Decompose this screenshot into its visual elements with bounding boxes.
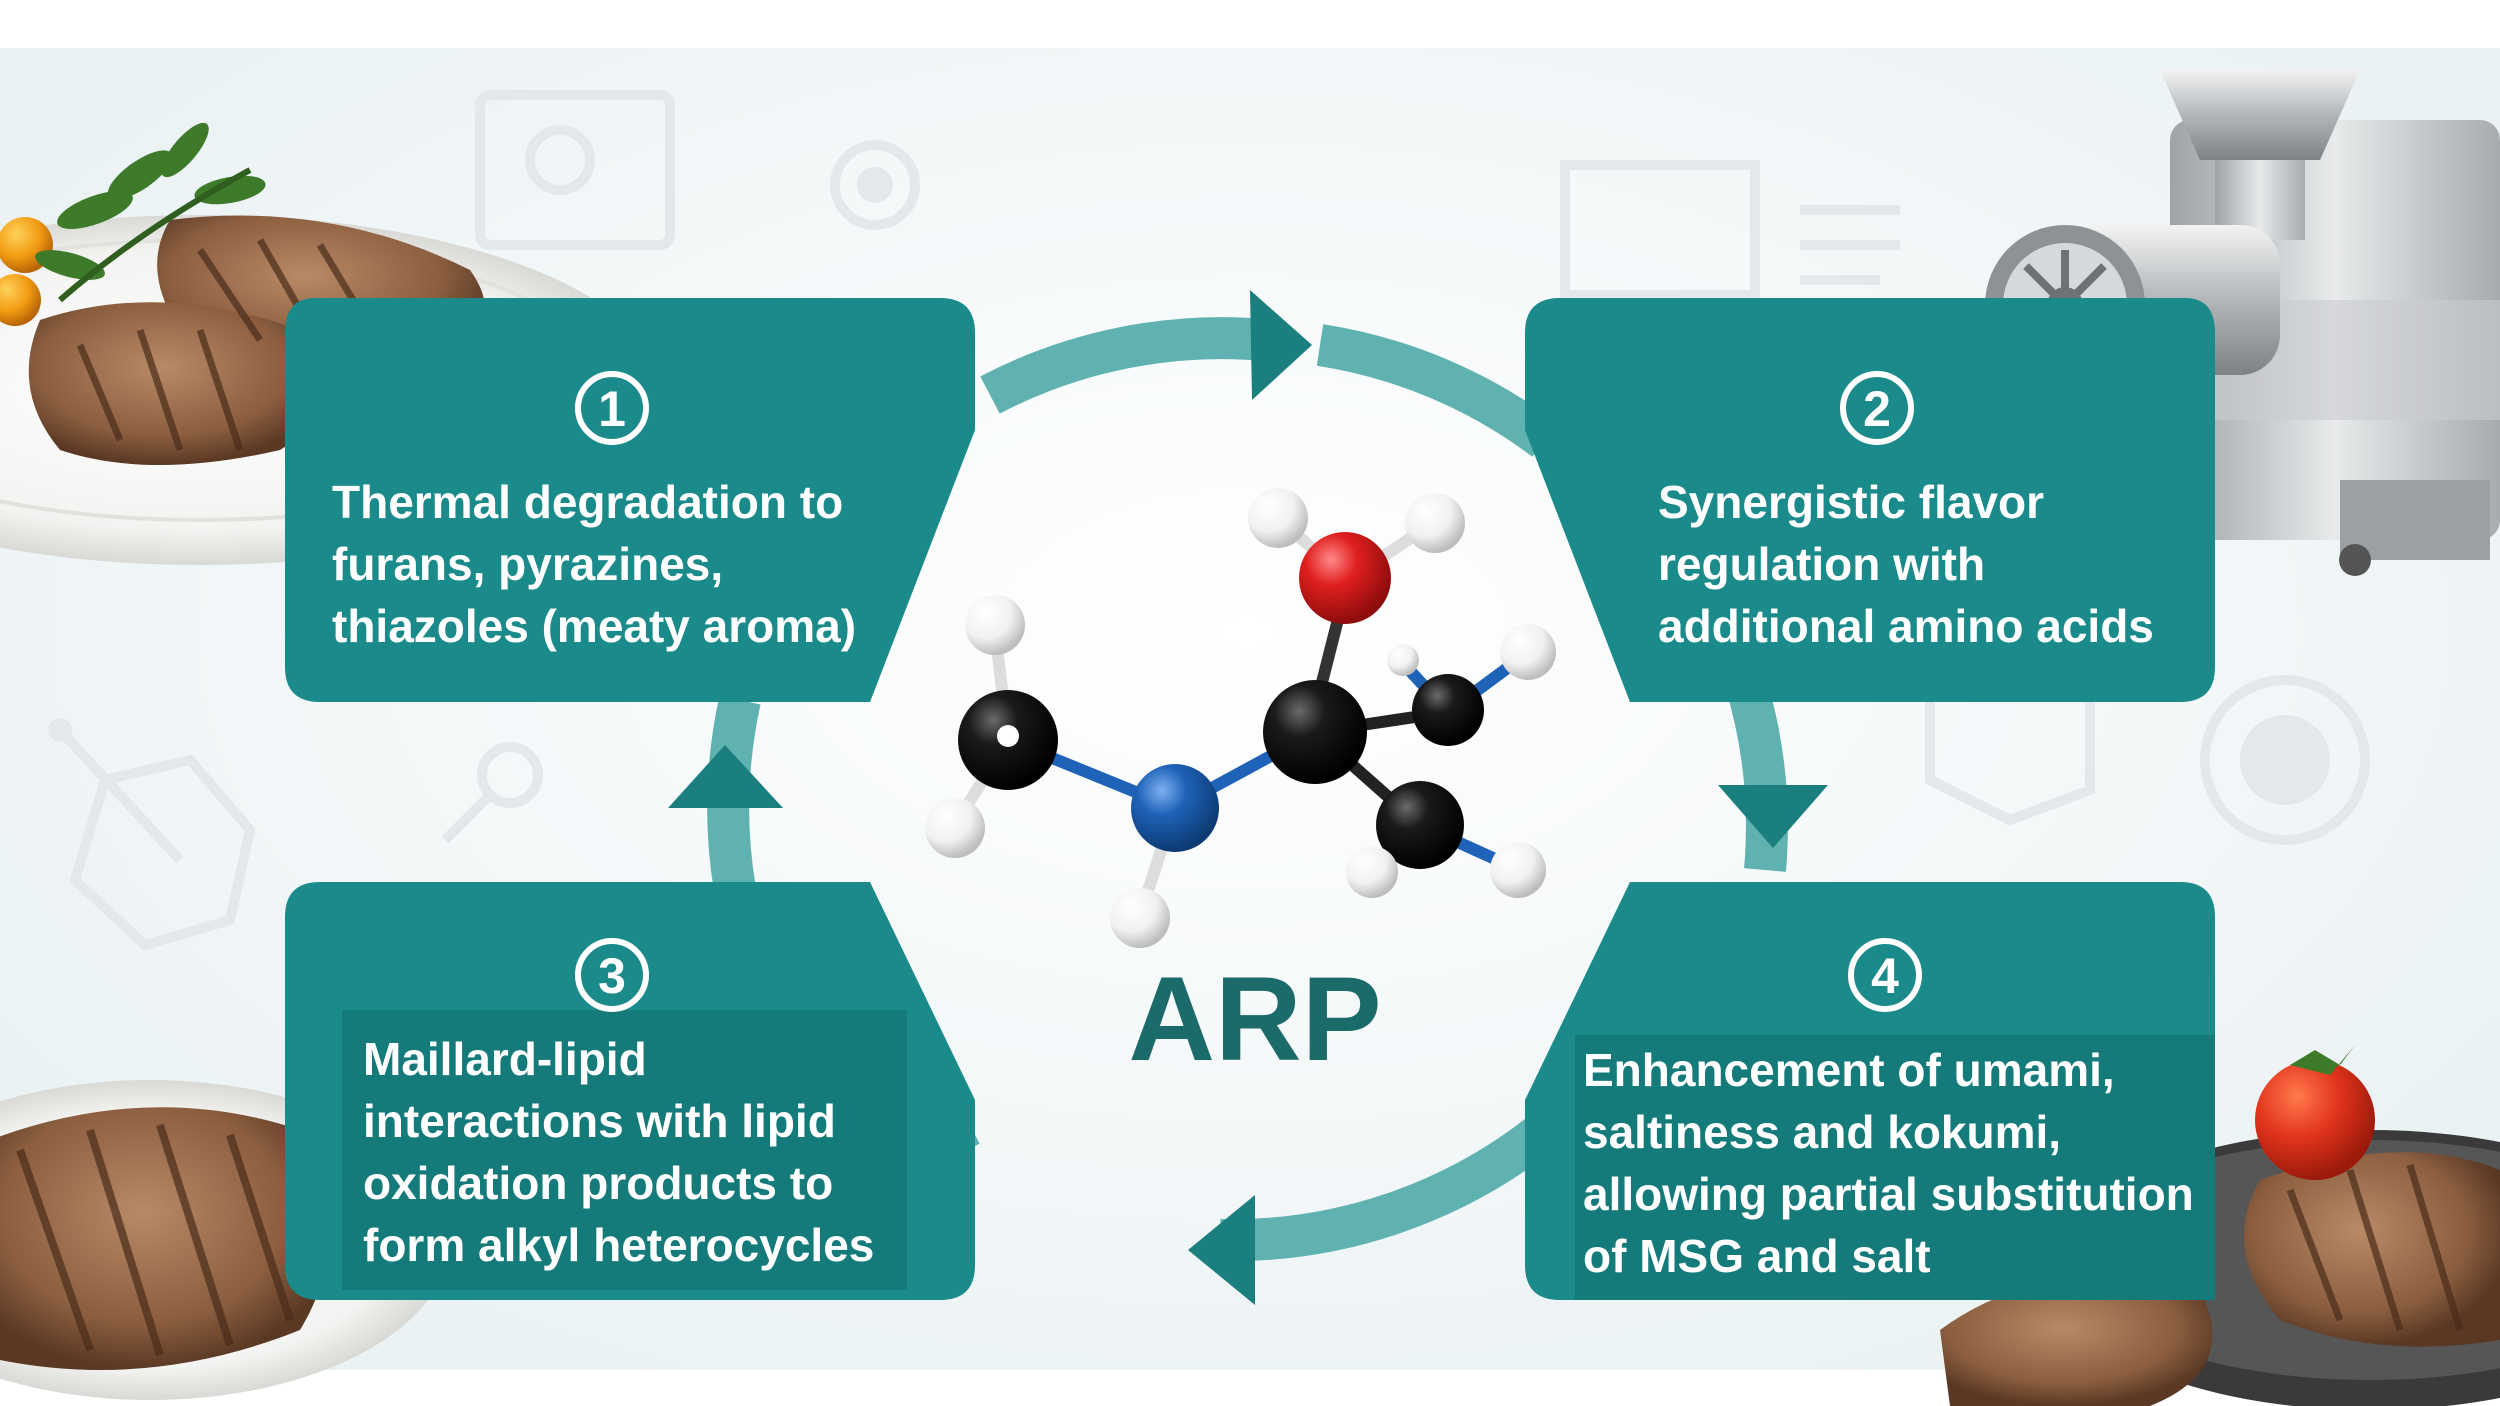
grain-icon [2200,675,2370,845]
cycle-arc-top-left [980,317,1267,414]
hydrogen-atom [1387,644,1419,676]
step-text-line: interactions with lipid [363,1095,836,1147]
step-text-line: Enhancement of umami, [1583,1044,2115,1096]
hydrogen-atom [1346,846,1398,898]
carbon-atom [1412,674,1484,746]
cycle-arrows [668,290,1828,1305]
step-text-line: additional amino acids [1658,600,2154,652]
step-text-line: regulation with [1658,538,1985,590]
hydrogen-atom [965,595,1025,655]
step-box-4: 4 Enhancement of umami, saltiness and ko… [1525,882,2215,1300]
hydrogen-atom [1490,842,1546,898]
step-box-1: 1 Thermal degradation to furans, pyrazin… [285,298,975,702]
carbon-atom [1263,680,1367,784]
cycle-arc-bottom [1219,1113,1559,1262]
top-white-band [0,0,2500,48]
carbon-atom [1376,781,1464,869]
step-text-line: saltiness and kokumi, [1583,1106,2061,1158]
hydrogen-atom [1405,493,1465,553]
step-number-badge [1848,938,1922,1012]
step-text-line: form alkyl heterocycles [363,1219,874,1271]
image-frame-person-icon [525,125,595,195]
step-text-line: Thermal degradation to [332,476,843,528]
carbon-highlight [997,725,1019,747]
step-number: 2 [1863,381,1891,437]
step-text-line: Synergistic flavor [1658,476,2044,528]
hydrogen-atom [1500,624,1556,680]
step-text-line: furans, pyrazines, [332,538,723,590]
cycle-arc-right [1724,673,1788,872]
hydrogen-atom [1110,888,1170,948]
cycle-arrow-icon-down [1718,785,1828,848]
faint-background-icons [48,90,2370,951]
step-text-panel [342,1010,907,1290]
step-number: 4 [1871,948,1899,1004]
step-text-line: oxidation products to [363,1157,833,1209]
oxygen-atom [1299,532,1391,624]
diagram-title: ARP [1128,952,1381,1086]
image-frame-icon [475,90,675,250]
molecule-icon [925,488,1556,948]
cycle-arc-top-right [1316,324,1558,457]
cycle-arrow-icon-up [668,745,783,808]
step-number-badge [575,371,649,445]
hydrogen-atom [1248,488,1308,548]
target-icon [830,140,920,230]
step-text-line: allowing partial substitution [1583,1168,2194,1220]
cycle-arrow-icon-right [1250,290,1312,400]
step-number: 3 [598,948,626,1004]
step-text-line: Maillard-lipid [363,1033,647,1085]
step-number-badge [1840,371,1914,445]
step-number-badge [575,938,649,1012]
step-text-line: thiazoles (meaty aroma) [332,600,856,652]
step-text-line: of MSG and salt [1583,1230,1931,1282]
key-icon [477,742,543,808]
step-box-2: 2 Synergistic flavor regulation with add… [1525,298,2215,702]
hydrogen-atom [925,798,985,858]
step-text-panel [1575,1035,2215,1300]
step-box-3: 3 Maillard-lipid interactions with lipid… [285,882,975,1300]
nitrogen-atom [1131,764,1219,852]
cycle-arrow-icon-left [1188,1195,1255,1305]
hexagon-icon [69,754,256,951]
step-number: 1 [598,381,626,437]
document-icon [1560,160,1760,300]
